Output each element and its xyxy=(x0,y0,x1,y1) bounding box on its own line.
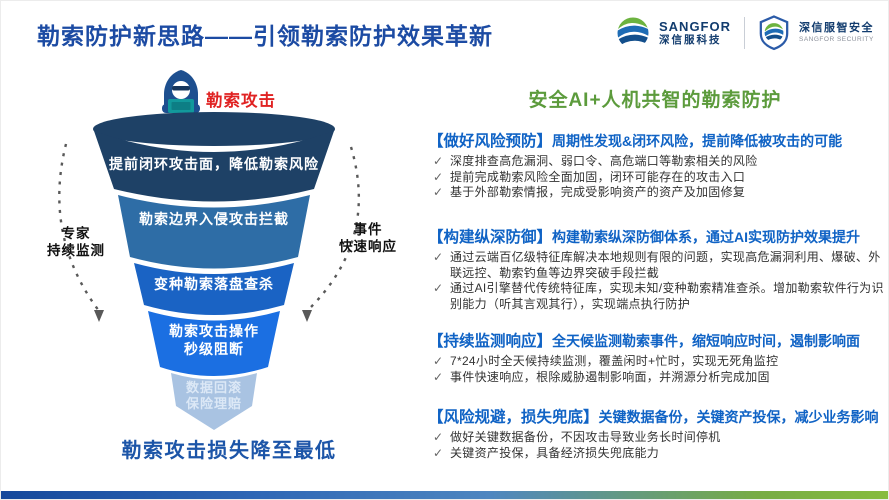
list-item: ✓ 7*24小时全天候持续监测，覆盖闲时+忙时，实现无死角监控 xyxy=(426,354,884,370)
event-label-line1: 事件 xyxy=(354,221,383,237)
sangfor-globe-icon xyxy=(617,17,649,48)
section-heading: 【风险规避，损失兜底】关键数据备份，关键资产投保，减少业务影响 xyxy=(426,405,884,427)
list-item: ✓ 关键资产投保，具备经济损失兜底能力 xyxy=(426,446,884,462)
brand-logos: SANGFOR 深信服科技 深信服智安全 SANGFOR SECURITY xyxy=(616,14,874,51)
sangfor-name: SANGFOR xyxy=(659,18,731,34)
list-item: ✓ 事件快速响应，根除威胁遏制影响面，并溯源分析完成加固 xyxy=(426,370,884,386)
list-item: ✓ 通过云端百亿级特征库解决本地规则有限的问题，实现高危漏洞利用、爆破、外联远控、… xyxy=(426,250,884,281)
check-icon: ✓ xyxy=(432,281,444,295)
section-tag: 【做好风险预防】 xyxy=(428,133,553,150)
logo-divider xyxy=(744,16,745,49)
layer-1-label: 提前闭环攻击面，降低勒索风险 xyxy=(109,156,319,172)
sangfor-logo-text: SANGFOR 深信服科技 xyxy=(659,19,731,47)
layer-5-label-line2: 保险理赔 xyxy=(185,396,242,411)
check-icon: ✓ xyxy=(432,154,444,168)
layer-4-label-line2: 秒级阻断 xyxy=(184,341,244,357)
sangfor-cn: 深信服科技 xyxy=(659,33,722,46)
layer-3-label: 变种勒索落盘查杀 xyxy=(154,276,274,292)
check-icon: ✓ xyxy=(432,430,444,444)
bullet-text: 提前完成勒索风险全面加固，闭环可能存在的攻击入口 xyxy=(450,169,746,184)
funnel-layer-4 xyxy=(148,311,280,376)
bullet-list: ✓ 通过云端百亿级特征库解决本地规则有限的问题，实现高危漏洞利用、爆破、外联远控、… xyxy=(426,250,884,312)
list-item: ✓ 基于外部勒索情报，完成受影响资产的资产及加固修复 xyxy=(426,185,884,201)
footer-gradient-bar xyxy=(1,491,888,499)
section-defense-in-depth: 【构建纵深防御】构建勒索纵深防御体系，通过AI实现防护效果提升 ✓ 通过云端百亿级… xyxy=(426,225,884,312)
list-item: ✓ 提前完成勒索风险全面加固，闭环可能存在的攻击入口 xyxy=(426,170,884,186)
security-cn: 深信服智安全 xyxy=(799,22,874,34)
funnel-layer-5 xyxy=(171,373,257,430)
expert-label-line2: 持续监测 xyxy=(47,242,105,258)
funnel-bottom-label: 勒索攻击损失降至最低 xyxy=(122,438,337,462)
panel-heading: 安全AI+人机共智的勒索防护 xyxy=(528,90,782,111)
security-en: SANGFOR SECURITY xyxy=(799,36,874,43)
page-title: 勒索防护新思路——引领勒索防护效果革新 xyxy=(37,23,493,49)
attacker-label: 勒索攻击 xyxy=(206,90,276,110)
section-continuous-monitoring: 【持续监测响应】全天候监测勒索事件，缩短响应时间，遏制影响面 ✓ 7*24小时全天… xyxy=(426,329,884,385)
list-item: ✓ 做好关键数据备份，不因攻击导致业务长时间停机 xyxy=(426,430,884,446)
section-tag: 【构建纵深防御】 xyxy=(428,229,553,246)
section-heading: 【构建纵深防御】构建勒索纵深防御体系，通过AI实现防护效果提升 xyxy=(426,225,884,247)
funnel-layer-1 xyxy=(94,131,334,202)
bullet-text: 事件快速响应，根除威胁遏制影响面，并溯源分析完成加固 xyxy=(450,369,770,384)
bullet-text: 基于外部勒索情报，完成受影响资产的资产及加固修复 xyxy=(450,185,746,199)
check-icon: ✓ xyxy=(432,169,444,184)
left-dashed-curve xyxy=(58,143,100,312)
check-icon: ✓ xyxy=(432,445,444,460)
section-tag: 【持续监测响应】 xyxy=(428,333,553,350)
right-panel: 安全AI+人机共智的勒索防护 【做好风险预防】周期性发现&闭环风险，提前降低被攻… xyxy=(426,1,884,491)
bullet-list: ✓ 做好关键数据备份，不因攻击导致业务长时间停机 ✓ 关键资产投保，具备经济损失兜底… xyxy=(426,430,884,461)
list-item: ✓ 通过AI引擎替代传统特征库，实现未知/变种勒索精准查杀。增加勒索软件行为识别能… xyxy=(426,281,884,312)
right-arrow-icon xyxy=(302,310,312,322)
funnel-top-ellipse xyxy=(93,112,335,146)
section-title: 全天候监测勒索事件，缩短响应时间，遏制影响面 xyxy=(552,333,861,349)
bullet-text: 7*24小时全天候持续监测，覆盖闲时+忙时，实现无死角监控 xyxy=(450,354,779,368)
funnel-diagram: 勒索攻击 提前闭环攻击面，降低勒索风险 勒索边界入侵攻击拦截 变种勒索落盘查杀 … xyxy=(47,70,397,462)
layer-5-label-line1: 数据回滚 xyxy=(186,380,242,395)
section-heading: 【做好风险预防】周期性发现&闭环风险，提前降低被攻击的可能 xyxy=(426,129,884,151)
section-risk-prevention: 【做好风险预防】周期性发现&闭环风险，提前降低被攻击的可能 ✓ 深度排查高危漏洞、… xyxy=(426,129,884,201)
bullet-list: ✓ 7*24小时全天候持续监测，覆盖闲时+忙时，实现无死角监控 ✓ 事件快速响应，根… xyxy=(426,354,884,385)
funnel-layer-3 xyxy=(134,263,294,315)
expert-label-line1: 专家 xyxy=(62,225,91,241)
section-title: 关键数据备份，关键资产投保，减少业务影响 xyxy=(598,409,879,425)
list-item: ✓ 深度排查高危漏洞、弱口令、高危端口等勒索相关的风险 xyxy=(426,154,884,170)
bullet-text: 通过AI引擎替代传统特征库，实现未知/变种勒索精准查杀。增加勒索软件行为识别能力… xyxy=(450,281,884,311)
security-shield-icon xyxy=(759,15,789,51)
bullet-text: 关键资产投保，具备经济损失兜底能力 xyxy=(450,445,660,460)
check-icon: ✓ xyxy=(432,250,444,264)
section-heading: 【持续监测响应】全天候监测勒索事件，缩短响应时间，遏制影响面 xyxy=(426,329,884,351)
check-icon: ✓ xyxy=(432,354,444,368)
hacker-icon xyxy=(162,70,200,113)
section-title: 构建勒索纵深防御体系，通过AI实现防护效果提升 xyxy=(552,229,861,245)
section-tag: 【风险规避，损失兜底】 xyxy=(428,409,599,426)
layer-4-label-line1: 勒索攻击操作 xyxy=(169,323,259,339)
funnel-layer-2 xyxy=(118,195,310,269)
check-icon: ✓ xyxy=(432,185,444,199)
layer-2-label: 勒索边界入侵攻击拦截 xyxy=(139,211,289,227)
bullet-text: 通过云端百亿级特征库解决本地规则有限的问题，实现高危漏洞利用、爆破、外联远控、勒… xyxy=(450,250,881,280)
check-icon: ✓ xyxy=(432,369,444,384)
section-risk-avoidance: 【风险规避，损失兜底】关键数据备份，关键资产投保，减少业务影响 ✓ 做好关键数据备… xyxy=(426,405,884,461)
bullet-list: ✓ 深度排查高危漏洞、弱口令、高危端口等勒索相关的风险 ✓ 提前完成勒索风险全面加固… xyxy=(426,154,884,201)
security-logo-text: 深信服智安全 SANGFOR SECURITY xyxy=(799,21,874,44)
bullet-text: 做好关键数据备份，不因攻击导致业务长时间停机 xyxy=(450,430,721,444)
bullet-text: 深度排查高危漏洞、弱口令、高危端口等勒索相关的风险 xyxy=(450,154,758,168)
event-label-line2: 快速响应 xyxy=(339,238,397,254)
left-arrow-icon xyxy=(94,310,104,322)
section-title: 周期性发现&闭环风险，提前降低被攻击的可能 xyxy=(552,133,843,149)
